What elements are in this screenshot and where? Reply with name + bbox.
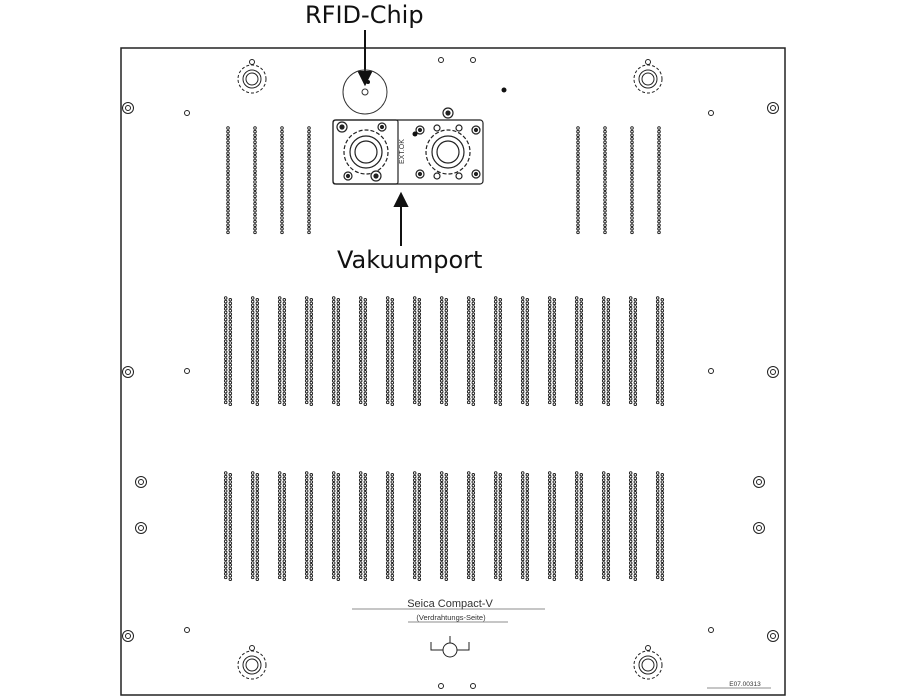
locating-pin-hole <box>237 645 267 680</box>
pin-column <box>331 471 341 581</box>
mounting-hole <box>767 630 779 642</box>
mounting-hole <box>470 57 476 63</box>
pin-column <box>630 126 634 235</box>
plate-title-block: Seica Compact-V (Verdrahtungs-Seite) <box>352 598 545 623</box>
mounting-hole <box>122 102 134 114</box>
mounting-hole <box>438 683 444 689</box>
locating-pin-hole <box>237 59 267 94</box>
connector-label: EXT.OK <box>399 139 406 164</box>
pin-field <box>223 126 665 581</box>
pin-column <box>226 126 230 235</box>
pin-column <box>223 296 233 406</box>
fixture-plate-outline <box>120 47 786 696</box>
vakuumport-arrow <box>393 191 409 246</box>
pin-column <box>547 296 557 406</box>
pin-column <box>493 296 503 406</box>
mounting-hole <box>184 627 190 633</box>
mounting-hole <box>135 522 147 534</box>
mounting-hole <box>135 476 147 488</box>
mounting-hole <box>122 366 134 378</box>
pin-column <box>250 296 260 406</box>
pin-column <box>466 296 476 406</box>
mounting-hole <box>767 366 779 378</box>
pin-column <box>358 296 368 406</box>
pin-column <box>385 471 395 581</box>
pin-column <box>250 471 260 581</box>
mounting-hole <box>753 476 765 488</box>
mounting-hole <box>122 630 134 642</box>
pin-column <box>280 126 284 235</box>
pin-column <box>628 296 638 406</box>
vakuumport-label: Vakuumport <box>337 246 483 274</box>
rfid-arrow <box>357 30 373 87</box>
pin-column <box>520 296 530 406</box>
pin-column <box>574 296 584 406</box>
pin-column <box>412 296 422 406</box>
mounting-holes <box>122 57 779 689</box>
drawing-number-block: E07.00313 <box>707 681 771 689</box>
plate-side-label: (Verdrahtungs-Seite) <box>416 613 486 622</box>
pin-column <box>307 126 311 235</box>
rfid-chip-label: RFID-Chip <box>305 1 424 29</box>
pin-column <box>628 471 638 581</box>
mounting-hole <box>708 368 714 374</box>
pin-column <box>493 471 503 581</box>
pin-column <box>601 296 611 406</box>
rfid-chip <box>342 69 388 115</box>
pin-column <box>655 471 665 581</box>
marker-dot <box>501 87 507 93</box>
mounting-hole <box>470 683 476 689</box>
mounting-hole <box>184 110 190 116</box>
pin-column <box>601 471 611 581</box>
mounting-hole <box>708 627 714 633</box>
pin-column <box>603 126 607 235</box>
pin-column <box>576 126 580 235</box>
pin-column <box>277 296 287 406</box>
alignment-marker <box>430 636 470 658</box>
pin-column <box>385 296 395 406</box>
drawing-number: E07.00313 <box>729 681 761 688</box>
mounting-hole <box>184 368 190 374</box>
plate-model-label: Seica Compact-V <box>407 598 493 610</box>
pin-column <box>547 471 557 581</box>
pin-column <box>657 126 661 235</box>
vacuum-port-screws <box>336 107 481 182</box>
mounting-hole <box>438 57 444 63</box>
vacuum-indicator-dot <box>412 131 418 137</box>
pin-column <box>304 471 314 581</box>
pin-column <box>253 126 257 235</box>
pin-column <box>223 471 233 581</box>
mounting-hole <box>767 102 779 114</box>
vacuum-port-block <box>332 119 484 185</box>
pin-column <box>277 471 287 581</box>
mounting-hole <box>753 522 765 534</box>
pin-column <box>358 471 368 581</box>
locating-pin-hole <box>633 645 663 680</box>
pin-column <box>655 296 665 406</box>
pin-column <box>466 471 476 581</box>
pin-column <box>331 296 341 406</box>
pin-column <box>520 471 530 581</box>
pin-column <box>439 296 449 406</box>
pin-column <box>304 296 314 406</box>
pin-column <box>574 471 584 581</box>
mounting-hole <box>708 110 714 116</box>
pin-column <box>412 471 422 581</box>
locating-pin-hole <box>633 59 663 94</box>
pin-column <box>439 471 449 581</box>
